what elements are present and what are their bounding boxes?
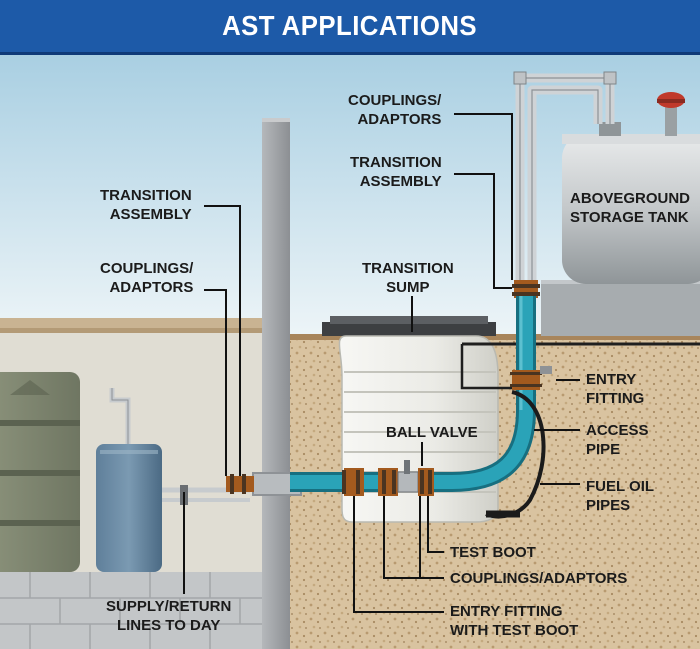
- header-bar: AST APPLICATIONS: [0, 0, 700, 55]
- label-couplings-left: COUPLINGS/ ADAPTORS: [100, 260, 194, 296]
- label-entry-fitting: ENTRY FITTING: [586, 371, 645, 407]
- label-supply-return-lines: SUPPLY/RETURN LINES TO DAY: [106, 598, 232, 634]
- label-test-boot: TEST BOOT: [450, 544, 536, 561]
- label-access-pipe: ACCESS PIPE: [586, 422, 649, 458]
- label-entry-fitting-test-boot: ENTRY FITTING WITH TEST BOOT: [450, 603, 579, 639]
- label-transition-sump: TRANSITION SUMP: [362, 260, 454, 296]
- label-couplings-adaptors-bottom: COUPLINGS/ADAPTORS: [450, 570, 628, 587]
- label-fuel-oil-pipes: FUEL OIL PIPES: [586, 478, 655, 514]
- label-ball-valve: BALL VALVE: [386, 424, 478, 441]
- label-aboveground-storage-tank: ABOVEGROUND STORAGE TANK: [570, 190, 691, 226]
- label-transition-assembly-left: TRANSITION ASSEMBLY: [100, 187, 192, 223]
- page-title: AST APPLICATIONS: [222, 10, 478, 41]
- label-transition-assembly-top: TRANSITION ASSEMBLY: [350, 154, 442, 190]
- label-couplings-top: COUPLINGS/ ADAPTORS: [348, 92, 442, 128]
